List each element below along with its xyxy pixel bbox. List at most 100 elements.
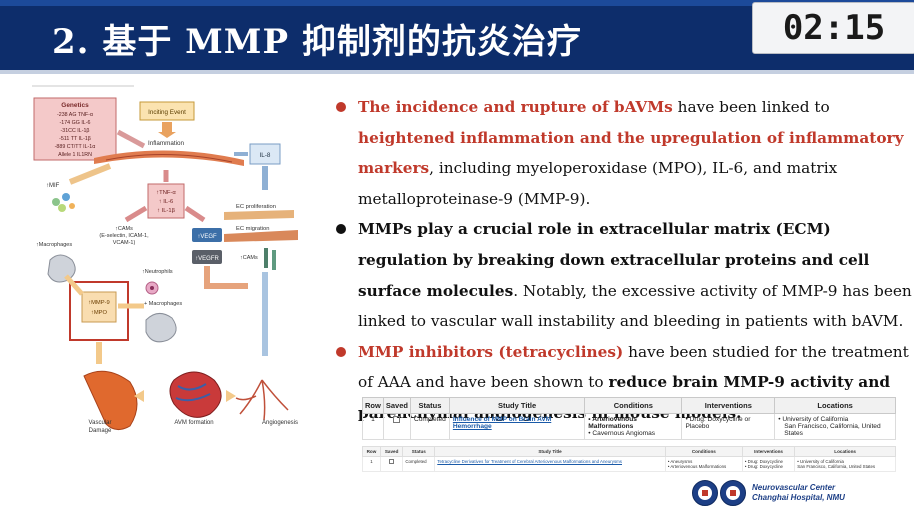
cyt-lines-line: ↑TNF-α — [156, 190, 176, 196]
col-interventions: Interventions — [681, 397, 776, 414]
arrow-inciting-down — [158, 122, 176, 138]
inflammation-label: Inflammation — [148, 140, 185, 147]
condition-item: • Arteriovenous Malformations — [667, 464, 727, 469]
gen-lines-line: -511 TT IL-1β — [59, 136, 91, 142]
bullet-segment: . Notably, the excessive activity of MMP… — [358, 281, 912, 331]
row-number: 1 — [362, 456, 381, 472]
col-interventions: Interventions — [741, 446, 796, 457]
bullet-segment: The incidence and rupture of bAVMs — [358, 98, 673, 116]
save-cell — [382, 413, 411, 440]
mif-cell-3 — [58, 204, 66, 212]
location-item: • University of California — [778, 416, 849, 423]
bullet-dot-3 — [336, 346, 346, 357]
col-row: Row — [362, 397, 384, 414]
arrow-avm-right — [226, 390, 236, 402]
mif-cell-2 — [62, 193, 70, 201]
inciting-event-box — [139, 101, 195, 121]
il8-label: IL-8 — [260, 152, 271, 159]
title-cell: Influence of MMP on Brain AVM Hemorrhage — [448, 413, 586, 440]
study-title-link[interactable]: Tetracycline Derivatives for Treatment o… — [437, 459, 622, 464]
locations-cell: • University of California San Francisco… — [774, 413, 896, 440]
macrophage-cell-mid — [145, 313, 177, 343]
table-row: 1 Completed Tetracycline Derivatives for… — [362, 456, 896, 472]
genetics-box — [33, 97, 117, 161]
row-number: 1 — [362, 413, 384, 440]
cams-right-label: ↑CAMs — [240, 255, 258, 261]
cam-molecule-1 — [264, 248, 268, 268]
trial-table-2: Row Saved Status Study Title Conditions … — [362, 446, 896, 472]
vegf-label: ↑VEGF — [197, 234, 217, 240]
study-title-link[interactable]: Influence of MMP on Brain AVM Hemorrhage — [452, 416, 552, 430]
footer-hospital-name: Changhai Hospital, NMU — [752, 493, 845, 502]
intervention-item: • Drug: Doxycycline or Placebo — [685, 416, 751, 430]
mmp-lines-line: ↑MMP-9 — [88, 300, 110, 306]
mif-label: ↑MIF — [46, 183, 60, 189]
arrow-vegfr-to-angiogenesis — [204, 266, 248, 289]
pathway-svg: Genetics -238 AG TNF-α -174 GG IL-6 -31CC … — [32, 85, 298, 434]
trial-table-1: Row Saved Status Study Title Conditions … — [362, 397, 896, 440]
macrophage-cell-left — [47, 254, 76, 283]
neutrophils-label: ↑Neutrophils — [142, 269, 173, 275]
vegf-box — [192, 228, 222, 242]
save-checkbox[interactable] — [393, 416, 401, 423]
genetics-list: -238 AG TNF-α -174 GG IL-6 -31CC IL-1β -511… — [55, 112, 96, 158]
vessel-strand — [105, 154, 233, 163]
table-row: 1 Completed Influence of MMP on Brain AV… — [362, 413, 896, 440]
outcome-vascular-damage-1: Vascular — [89, 420, 112, 426]
ec-proliferation-strip — [224, 210, 294, 220]
inflammation-vessel — [94, 150, 244, 166]
cyt-lines-line: ↑ IL-1β — [157, 208, 175, 214]
ec-migration-strip — [224, 230, 298, 242]
university-logo-icon — [692, 480, 718, 506]
cams-lines-line: (E-selectin, ICAM-1, — [99, 233, 149, 239]
bullet-segment: have been linked to — [672, 98, 830, 116]
arrow-avm-left — [134, 390, 144, 402]
vegfr-label: ↑VEGFR — [195, 256, 219, 262]
cyt-lines-line: ↑ IL-6 — [159, 199, 174, 205]
condition-item: • Aneurysms — [667, 459, 693, 464]
title-cell: Tetracycline Derivatives for Treatment o… — [434, 456, 666, 472]
arrow-to-mif — [68, 163, 112, 185]
gen-lines-line: -174 GG IL-6 — [60, 120, 91, 126]
bullet-text-1: The incidence and rupture of bAVMs have … — [358, 98, 903, 208]
header-top-band — [0, 0, 914, 6]
locations-cell: • University of California San Francisco… — [794, 456, 896, 472]
mif-cell-1 — [52, 198, 60, 206]
col-locations: Locations — [774, 397, 896, 414]
bullet-segment: have been studied for the treatment of A… — [358, 342, 909, 392]
ec-migration-label: EC migration — [236, 226, 270, 232]
mmp-box — [81, 291, 117, 323]
outcome-angiogenesis: Angiogenesis — [262, 420, 298, 426]
bullet-segment: MMPs play a crucial role in extracellula… — [358, 220, 870, 300]
footer-branding: Neurovascular Center Changhai Hospital, … — [690, 480, 914, 510]
cams-list: ↑CAMs(E-selectin, ICAM-1,VCAM-1) — [99, 226, 149, 246]
gen-lines-line: -31CC IL-1β — [61, 128, 90, 134]
arrow-cytokines-to-vegf — [184, 205, 206, 223]
location-detail: San Francisco, California, United States — [784, 423, 881, 437]
genetics-title: Genetics — [61, 102, 89, 109]
mif-cell-4 — [69, 203, 75, 209]
intervention-item: • Drug: Doxycycline — [744, 459, 783, 464]
col-study-title: Study Title — [448, 397, 586, 414]
bullet-segment: , including myeloperoxidase (MPO), IL-6,… — [358, 159, 838, 208]
conditions-cell: • Aneurysms • Arteriovenous Malformation… — [664, 456, 743, 472]
vegfr-box — [192, 250, 222, 264]
save-checkbox[interactable] — [389, 459, 395, 464]
mmp-highlight-frame — [69, 281, 129, 341]
mmp-list: ↑MMP-9↑MPO — [88, 300, 110, 316]
intervention-item: • Drug: Doxycycline — [744, 464, 783, 469]
gen-lines-line: -238 AG TNF-α — [57, 112, 93, 118]
bullet-segment: MMP inhibitors (tetracyclines) — [358, 342, 624, 361]
gen-lines-line: Allele 1 IL1RN — [58, 152, 92, 158]
arrow-cytokines-to-cams — [124, 205, 148, 223]
il8-box — [249, 143, 281, 165]
gen-lines-line: -889 CT/TT IL-1α — [55, 144, 96, 150]
col-locations: Locations — [794, 446, 896, 457]
arrow-macrophage-to-mmp — [64, 274, 84, 296]
condition-item: • Cavernous Angiomas — [588, 430, 656, 437]
bullet-text-2: MMPs play a crucial role in extracellula… — [358, 220, 912, 330]
col-row: Row — [362, 446, 381, 457]
col-status: Status — [402, 446, 436, 457]
col-saved: Saved — [379, 446, 404, 457]
countdown-timer: 02:15 — [752, 2, 914, 54]
